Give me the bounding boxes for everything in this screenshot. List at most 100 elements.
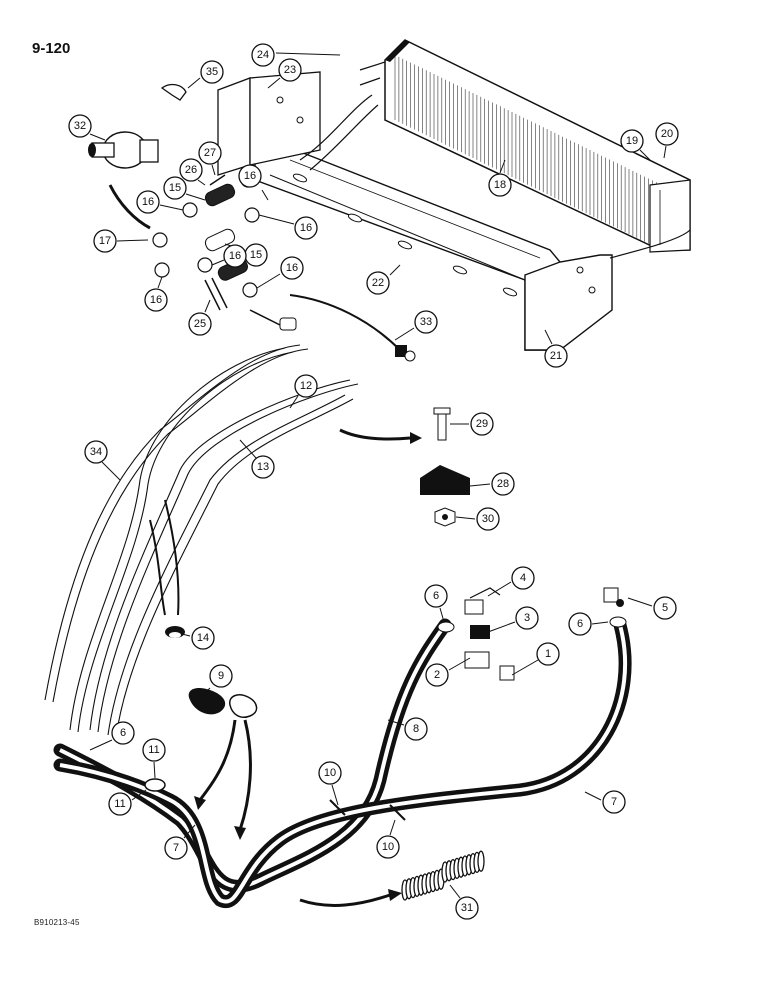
callout-circle xyxy=(238,164,262,188)
callout-circle xyxy=(620,129,644,153)
heater-hoses-illustration xyxy=(53,616,632,908)
callout-number: 26 xyxy=(185,164,197,176)
callout-4: 4 xyxy=(487,566,535,597)
callout-leader-line xyxy=(261,189,269,201)
callout-number: 34 xyxy=(90,446,102,458)
callout-number: 16 xyxy=(286,262,298,274)
callout-15: 15 xyxy=(163,176,206,201)
callout-35: 35 xyxy=(187,60,224,89)
callout-leader-line xyxy=(544,329,553,345)
callout-number: 27 xyxy=(204,147,216,159)
callout-circle xyxy=(223,244,247,268)
callout-leader-line xyxy=(331,784,339,806)
callout-number: 13 xyxy=(257,461,269,473)
callout-circle xyxy=(470,412,494,436)
callout-20: 20 xyxy=(655,122,679,159)
callout-10: 10 xyxy=(318,761,342,806)
callout-14: 14 xyxy=(181,626,215,650)
callout-number: 4 xyxy=(520,572,526,584)
callout-29: 29 xyxy=(450,412,494,436)
callout-number: 16 xyxy=(142,196,154,208)
callout-circle xyxy=(188,312,212,336)
callout-25: 25 xyxy=(188,299,212,336)
callout-leader-line xyxy=(256,273,281,289)
callout-number: 14 xyxy=(197,632,209,644)
callout-circle xyxy=(179,158,203,182)
callout-number: 35 xyxy=(206,66,218,78)
heater-core-illustration xyxy=(384,39,691,253)
hose-clamps-illustration xyxy=(165,626,406,821)
callout-leader-line xyxy=(211,259,225,266)
callout-circle xyxy=(251,455,275,479)
callout-leader-line xyxy=(258,214,295,225)
callout-leader-line xyxy=(131,789,147,801)
callout-number: 23 xyxy=(284,64,296,76)
callout-circle xyxy=(488,173,512,197)
callout-number: 7 xyxy=(173,842,179,854)
callout-circle xyxy=(84,440,108,464)
callout-circle xyxy=(144,288,168,312)
callout-23: 23 xyxy=(267,58,302,89)
callout-circle xyxy=(455,896,479,920)
callout-leader-line xyxy=(275,52,341,56)
callout-leader-line xyxy=(387,719,405,726)
callout-number: 19 xyxy=(626,135,638,147)
callout-34: 34 xyxy=(84,440,121,481)
callout-leader-line xyxy=(627,597,653,607)
callout-number: 6 xyxy=(433,590,439,602)
callout-16: 16 xyxy=(238,164,269,201)
bolt-clamp-nut-illustration xyxy=(420,407,470,527)
callout-5: 5 xyxy=(627,596,677,620)
callout-number: 1 xyxy=(545,648,551,660)
callout-circle xyxy=(544,344,568,368)
callout-26: 26 xyxy=(179,158,206,186)
callout-circle xyxy=(191,626,215,650)
callout-33: 33 xyxy=(394,310,438,341)
callout-number: 17 xyxy=(99,235,111,247)
callout-31: 31 xyxy=(449,884,479,920)
callout-circle xyxy=(366,271,390,295)
callout-circle xyxy=(198,141,222,165)
callout-leader-line xyxy=(267,77,281,89)
figure-code: B910213-45 xyxy=(34,918,80,927)
callout-leader-line xyxy=(511,659,539,676)
callout-circle xyxy=(655,122,679,146)
core-tubes-illustration xyxy=(299,61,691,259)
callout-circle xyxy=(568,612,592,636)
callout-number: 16 xyxy=(244,170,256,182)
callout-number: 9 xyxy=(218,670,224,682)
callout-circle xyxy=(602,790,626,814)
long-tubes-illustration xyxy=(44,344,359,738)
callout-number: 18 xyxy=(494,179,506,191)
callout-number: 29 xyxy=(476,418,488,430)
callout-number: 11 xyxy=(114,798,125,810)
callout-11: 11 xyxy=(108,789,147,816)
callout-leader-line xyxy=(211,164,216,176)
callout-number: 15 xyxy=(169,182,181,194)
callout-leader-line xyxy=(389,819,396,836)
fittings-illustration xyxy=(464,587,624,681)
callout-leader-line xyxy=(455,516,476,520)
callout-leader-line xyxy=(487,581,512,597)
callout-number: 12 xyxy=(300,380,312,392)
callout-leader-line xyxy=(157,276,163,289)
callout-6: 6 xyxy=(89,721,135,751)
callout-16: 16 xyxy=(144,276,168,312)
callout-leader-line xyxy=(116,239,149,242)
callout-32: 32 xyxy=(68,114,106,141)
callout-number: 33 xyxy=(420,316,432,328)
callout-leader-line xyxy=(289,395,299,409)
callout-1: 1 xyxy=(511,642,560,676)
callout-circle xyxy=(294,374,318,398)
callout-number: 16 xyxy=(229,250,241,262)
callout-11: 11 xyxy=(142,738,166,779)
callout-circle xyxy=(376,835,400,859)
callout-circle xyxy=(318,761,342,785)
callout-circle xyxy=(209,664,233,688)
callout-circle xyxy=(536,642,560,666)
callout-circle xyxy=(111,721,135,745)
protective-sleeves-illustration xyxy=(401,850,485,901)
callout-number: 16 xyxy=(300,222,312,234)
callout-leader-line xyxy=(449,884,461,899)
callout-leader-line xyxy=(89,739,113,751)
